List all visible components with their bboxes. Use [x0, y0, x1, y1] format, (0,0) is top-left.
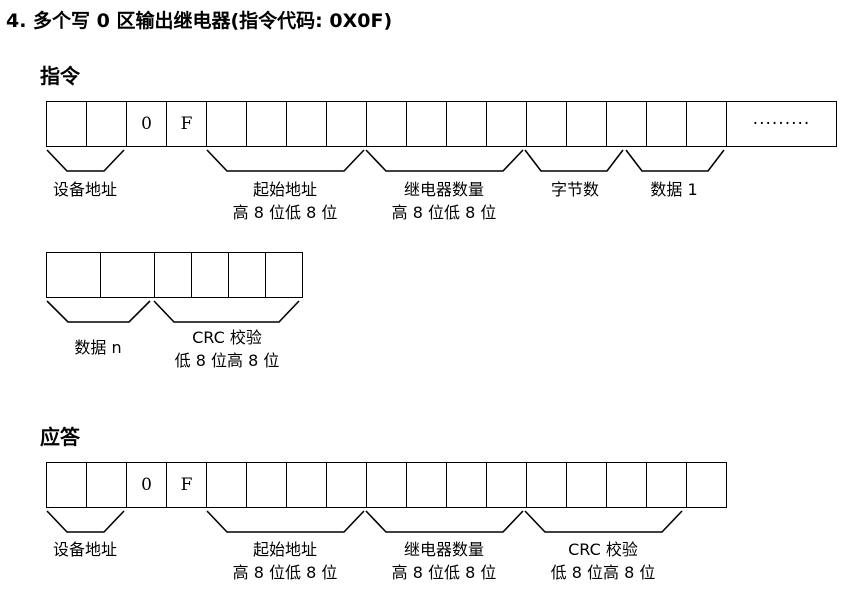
frame-byte-cell — [526, 462, 567, 508]
frame-byte-cell — [566, 462, 607, 508]
bracket-data-1 — [625, 149, 725, 172]
bracket-start-address — [206, 149, 365, 172]
frame-byte-cell — [265, 252, 303, 298]
frame-byte-cell — [100, 252, 155, 298]
frame-byte-cell: 0 — [126, 462, 167, 508]
frame-byte-cell — [228, 252, 266, 298]
frame-byte-cell: F — [166, 462, 207, 508]
bracket-device-address — [46, 149, 125, 172]
frame-byte-cell — [366, 101, 407, 147]
label-device-address: 设备地址 — [52, 180, 117, 199]
bracket-relay-count — [365, 149, 524, 172]
frame-byte-cell — [246, 101, 287, 147]
frame-byte-cell — [646, 462, 687, 508]
command-heading: 指令 — [40, 64, 80, 88]
page-title: 4. 多个写 0 区输出继电器(指令代码: 0X0F) — [6, 10, 393, 32]
frame-byte-cell — [86, 462, 127, 508]
frame-byte-cell — [686, 462, 727, 508]
bracket-start-address — [206, 510, 365, 533]
frame-byte-cell — [366, 462, 407, 508]
frame-byte-cell — [206, 462, 247, 508]
frame-byte-cell: F — [166, 101, 207, 147]
frame-byte-cell — [246, 462, 287, 508]
frame-byte-cell — [206, 101, 247, 147]
frame-byte-cell — [606, 462, 647, 508]
frame-byte-cell — [566, 101, 607, 147]
frame-byte-cell — [326, 462, 367, 508]
label-data-1: 数据 1 — [650, 180, 698, 199]
bracket-relay-count — [365, 510, 524, 533]
response-heading: 应答 — [40, 425, 80, 449]
label-start-address: 起始地址 高 8 位低 8 位 — [232, 540, 338, 582]
label-byte-count: 字节数 — [550, 180, 599, 199]
frame-byte-cell — [486, 101, 527, 147]
frame-byte-cell — [86, 101, 127, 147]
frame-byte-cell — [406, 462, 447, 508]
frame-byte-cell — [154, 252, 192, 298]
frame-byte-cell — [646, 101, 687, 147]
frame-byte-cell — [191, 252, 229, 298]
frame-byte-cell — [526, 101, 567, 147]
frame-byte-cell — [686, 101, 727, 147]
label-relay-count: 继电器数量 高 8 位低 8 位 — [391, 540, 497, 582]
bracket-crc — [524, 510, 683, 533]
bracket-data-n — [46, 300, 151, 323]
frame-byte-cell — [326, 101, 367, 147]
bracket-device-address — [46, 510, 125, 533]
label-crc: CRC 校验 低 8 位高 8 位 — [174, 328, 280, 370]
frame-byte-cell — [46, 462, 87, 508]
label-relay-count: 继电器数量 高 8 位低 8 位 — [391, 180, 497, 222]
frame-byte-cell — [446, 101, 487, 147]
frame-byte-cell — [286, 101, 327, 147]
label-start-address: 起始地址 高 8 位低 8 位 — [232, 180, 338, 222]
frame-byte-cell — [606, 101, 647, 147]
label-device-address: 设备地址 — [52, 540, 117, 559]
frame-byte-cell — [46, 252, 101, 298]
frame-byte-cell: 0 — [126, 101, 167, 147]
bracket-byte-count — [524, 149, 624, 172]
bracket-crc — [153, 300, 300, 323]
frame-byte-cell — [46, 101, 87, 147]
ellipsis-cell: ········· — [726, 101, 837, 147]
frame-byte-cell — [286, 462, 327, 508]
frame-byte-cell — [486, 462, 527, 508]
frame-byte-cell — [446, 462, 487, 508]
label-crc: CRC 校验 低 8 位高 8 位 — [550, 540, 656, 582]
label-data-n: 数据 n — [74, 338, 122, 357]
frame-byte-cell — [406, 101, 447, 147]
